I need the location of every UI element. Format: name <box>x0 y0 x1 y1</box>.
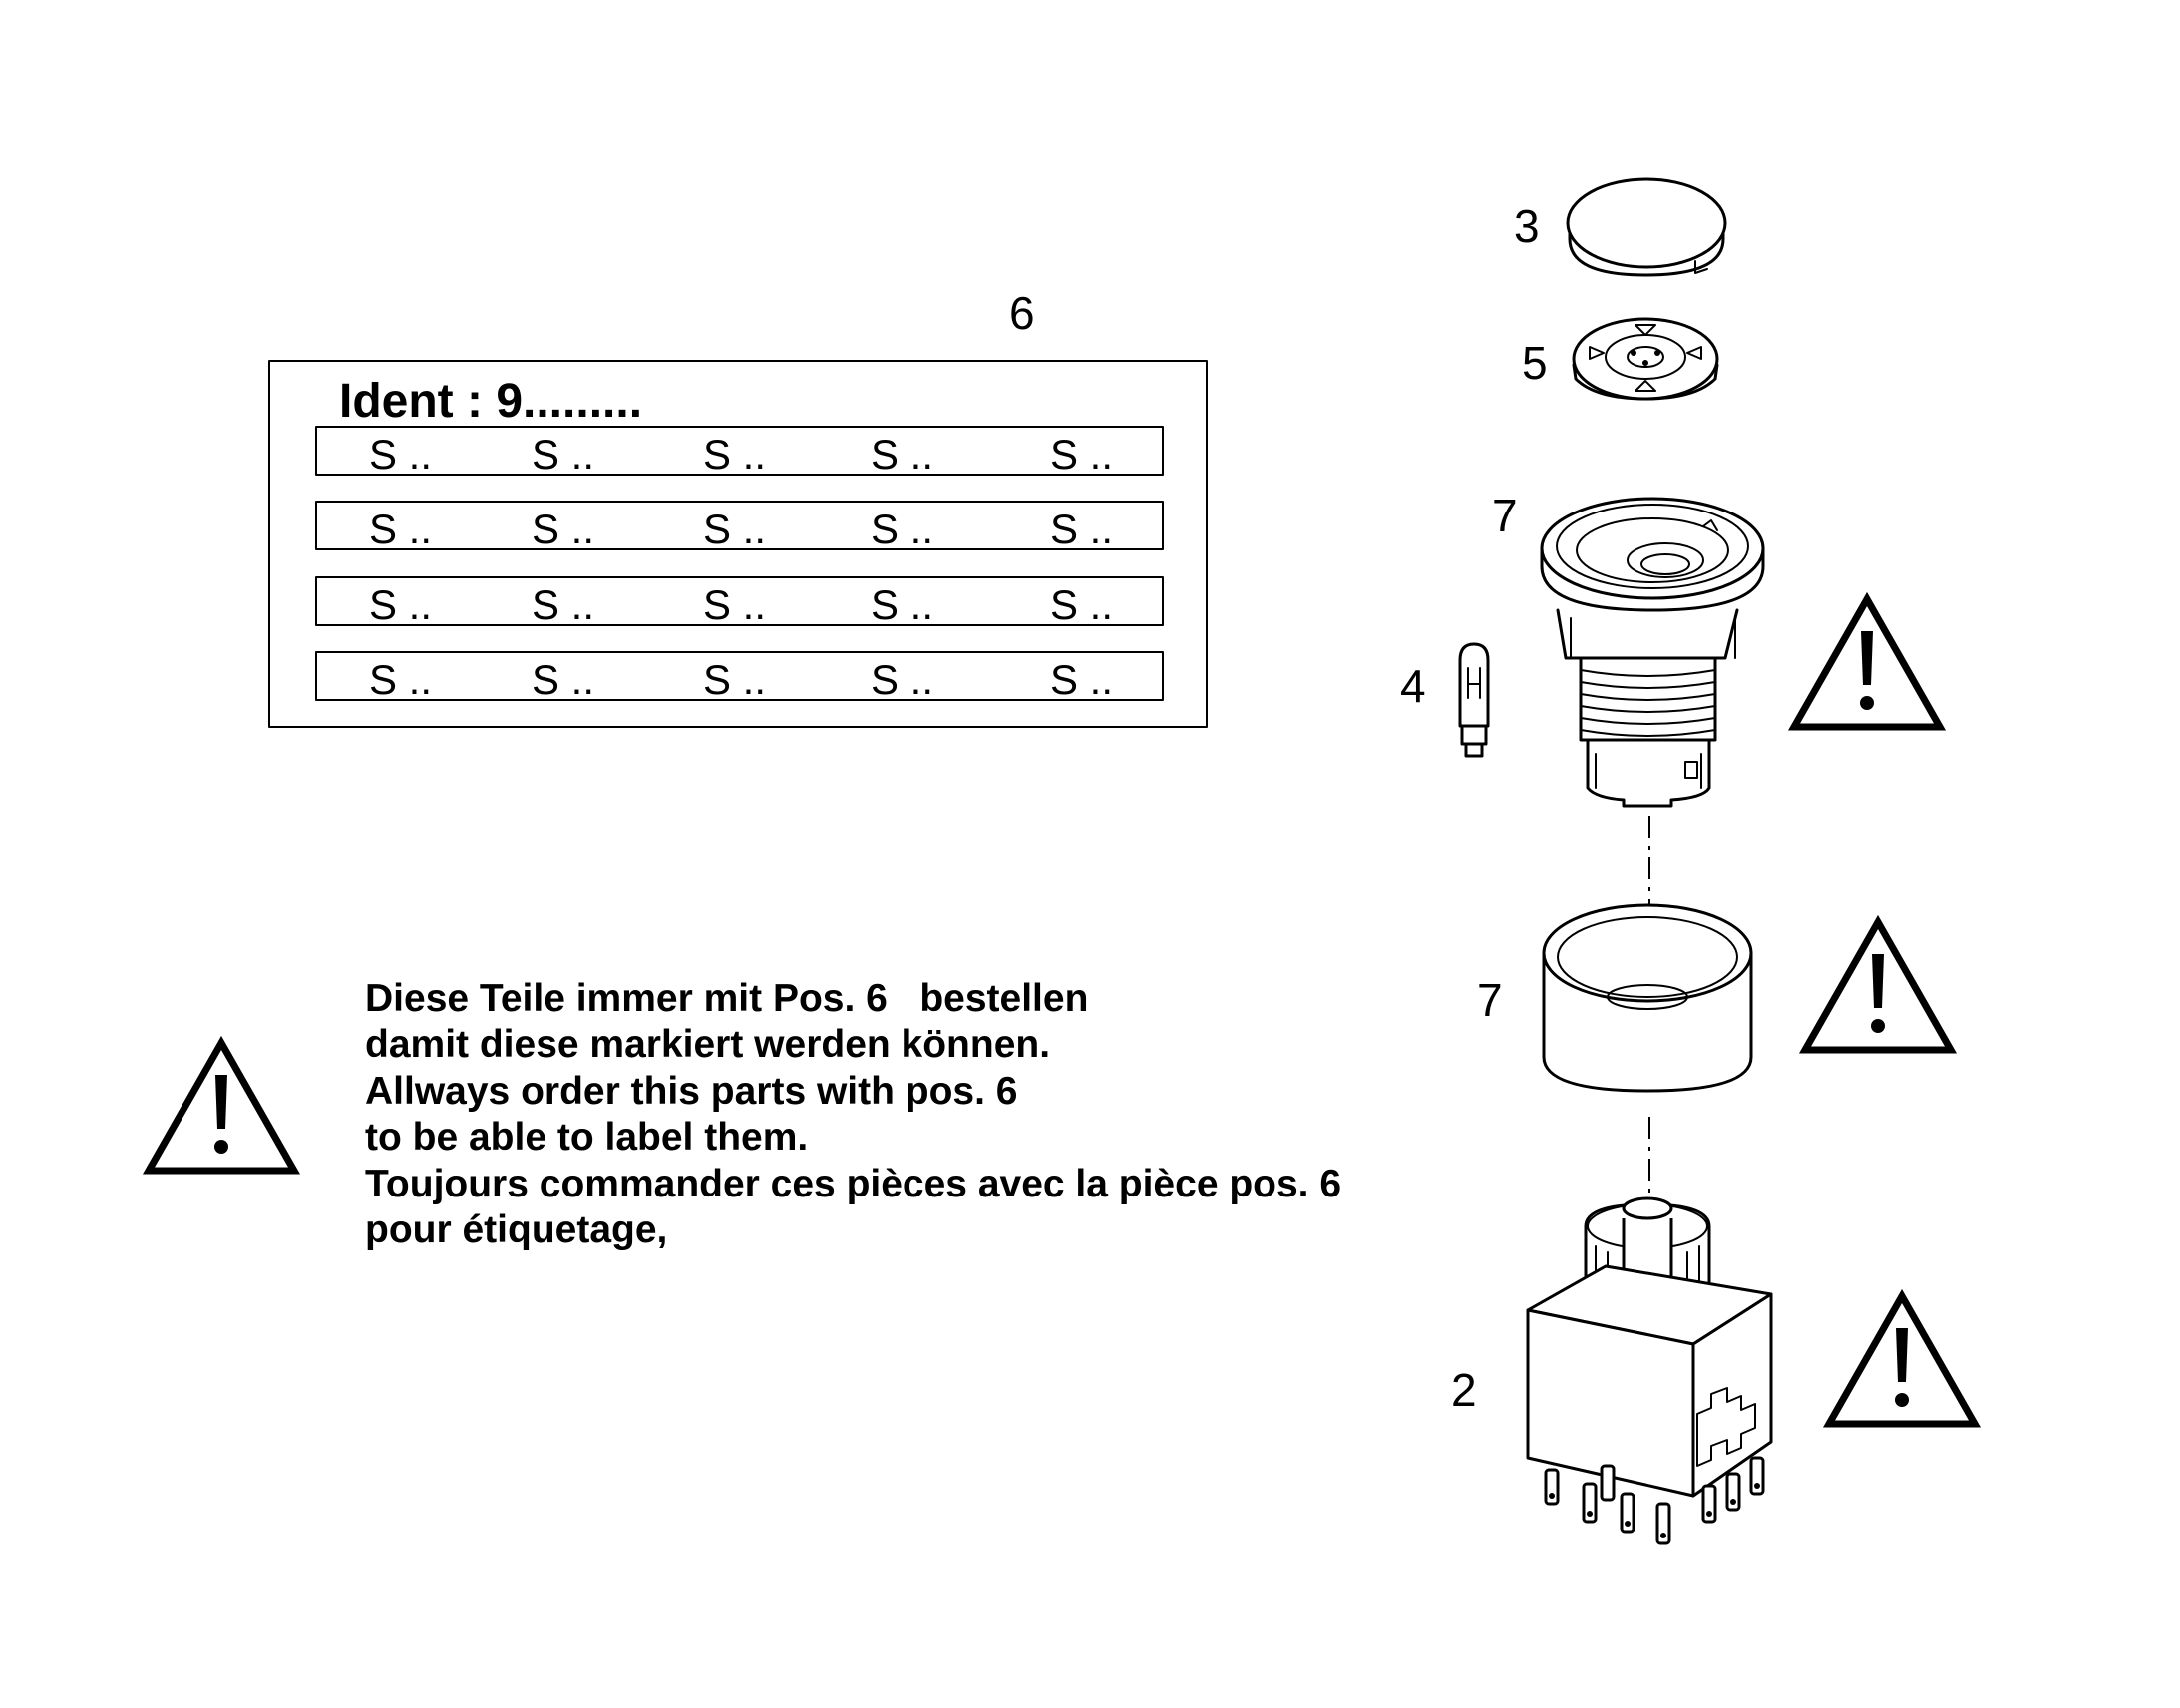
label-cell: S .. <box>871 656 933 703</box>
label-cell: S .. <box>532 506 594 552</box>
lamp-part <box>1458 642 1490 758</box>
position-label-3: 3 <box>1514 200 1540 252</box>
label-cell: S .. <box>1050 581 1113 628</box>
label-plate-frame <box>268 360 1208 728</box>
ident-text: Ident : 9......... <box>339 375 642 428</box>
note-line: Diese Teile immer mit Pos. 6 bestellen <box>365 977 1088 1020</box>
position-label-6: 6 <box>1009 287 1035 339</box>
label-cell: S .. <box>369 656 432 703</box>
label-row: S .. S .. S .. S .. S .. <box>315 426 1164 478</box>
bezel-part <box>1540 497 1765 808</box>
collar-ring-part <box>1542 903 1753 1093</box>
label-cell: S .. <box>369 431 432 478</box>
label-cell: S .. <box>369 581 432 628</box>
label-cell: S .. <box>1050 656 1113 703</box>
warning-triangle-icon <box>1822 1288 1982 1428</box>
lens-cap-part <box>1566 177 1727 277</box>
label-cell: S .. <box>703 581 766 628</box>
position-label-4: 4 <box>1400 660 1426 712</box>
note-line: Toujours commander ces pièces avec la pi… <box>365 1163 1341 1205</box>
label-cell: S .. <box>1050 431 1113 478</box>
label-row: S .. S .. S .. S .. S .. <box>315 651 1164 703</box>
label-cell: S .. <box>703 431 766 478</box>
label-cell: S .. <box>871 431 933 478</box>
label-cell: S .. <box>871 506 933 552</box>
warning-triangle-icon <box>142 1035 301 1175</box>
warning-triangle-icon <box>1787 591 1947 731</box>
label-cell: S .. <box>532 581 594 628</box>
warning-triangle-icon <box>1798 914 1958 1054</box>
label-cell: S .. <box>871 581 933 628</box>
terminal-pins <box>1544 1456 1765 1545</box>
label-row: S .. S .. S .. S .. S .. <box>315 501 1164 552</box>
label-cell: S .. <box>1050 506 1113 552</box>
position-label-2: 2 <box>1451 1364 1477 1416</box>
note-line: damit diese markiert werden können. <box>365 1023 1050 1066</box>
label-row: S .. S .. S .. S .. S .. <box>315 576 1164 628</box>
label-cell: S .. <box>532 431 594 478</box>
position-label-5: 5 <box>1522 337 1548 389</box>
label-cell: S .. <box>703 656 766 703</box>
label-cell: S .. <box>532 656 594 703</box>
insert-disc-part <box>1572 317 1719 401</box>
label-plate: Ident : 9......... S .. S .. S .. S .. S… <box>268 360 1208 728</box>
label-cell: S .. <box>703 506 766 552</box>
note-line: to be able to label them. <box>365 1116 808 1159</box>
label-cell: S .. <box>369 506 432 552</box>
switch-block-part <box>1526 1196 1773 1545</box>
ordering-note: Diese Teile immer mit Pos. 6 bestellen d… <box>365 977 1341 1251</box>
position-label-7: 7 <box>1477 974 1503 1026</box>
note-line: Allways order this parts with pos. 6 <box>365 1070 1018 1113</box>
position-label-7: 7 <box>1492 490 1518 541</box>
note-line: pour étiquetage, <box>365 1208 667 1251</box>
